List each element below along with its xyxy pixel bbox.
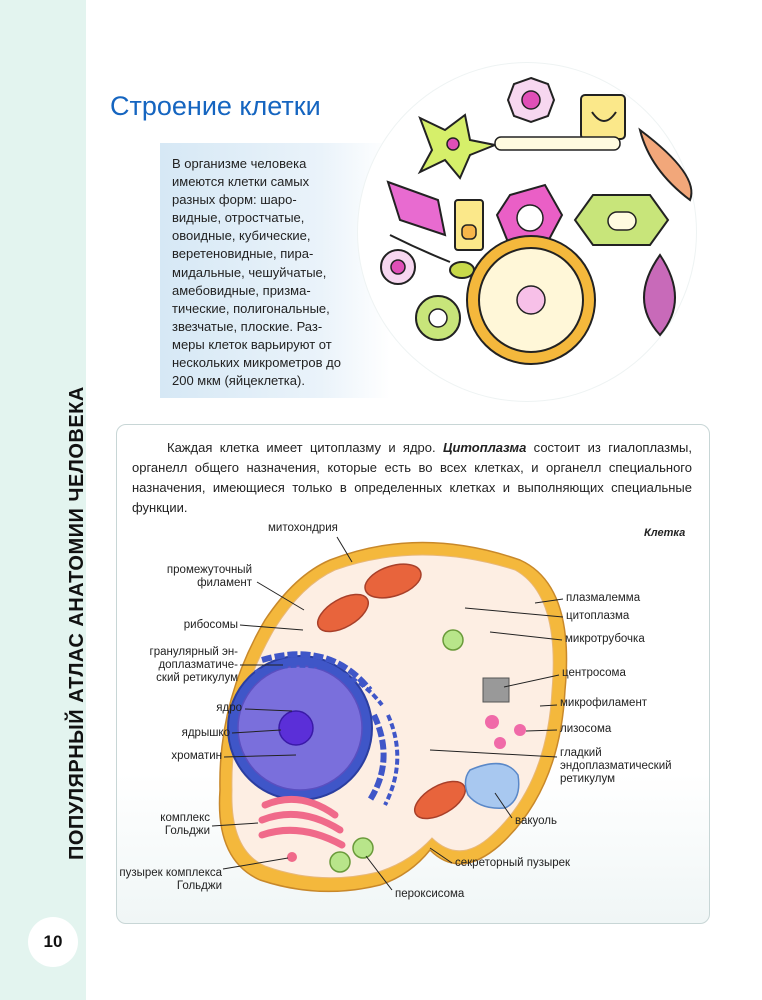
side-strip xyxy=(0,0,86,1000)
label-line: доплазматиче- xyxy=(158,659,238,671)
label-ribosomes: рибосомы xyxy=(183,619,238,631)
nucleus xyxy=(227,655,373,801)
organelles xyxy=(329,629,526,873)
intro-line: тические, полигональные, xyxy=(172,300,330,316)
label-line: Гольджи xyxy=(176,880,222,892)
panel-line: Каждая клетка имеет цитоплазму и ядро. Ц… xyxy=(132,438,692,458)
leader-lines xyxy=(211,536,564,891)
label-line: комплекс xyxy=(160,812,210,824)
panel-line: органелл общего назначения, которые есть… xyxy=(132,460,692,475)
intro-line: меры клеток варьируют от xyxy=(172,336,332,352)
label-peroxisome: пероксисома xyxy=(395,888,465,900)
label-line: промежуточный xyxy=(166,564,252,576)
cytoplasm-term: Цитоплазма xyxy=(443,440,527,455)
label-line: ретикулум xyxy=(560,773,615,785)
label-cytoplasm: цитоплазма xyxy=(566,610,630,622)
intro-line: овоидные, кубические, xyxy=(172,228,311,244)
label-nucleolus: ядрышко xyxy=(181,727,230,739)
intro-text: В организме человека имеются клетки самы… xyxy=(172,155,367,390)
intro-line: В организме человека xyxy=(172,156,307,171)
page-number: 10 xyxy=(28,917,78,967)
label-vacuole: вакуоль xyxy=(515,815,557,827)
label-line: ский ретикулум xyxy=(156,672,238,684)
stellate-cell-icon xyxy=(573,194,670,246)
mitochondria xyxy=(317,563,466,820)
panel-text-part: состоит из гиалоплазмы, xyxy=(526,440,692,455)
intro-line: веретеновидные, пира- xyxy=(172,246,314,262)
label-line: эндоплазматический xyxy=(560,760,672,772)
label-line: гладкий xyxy=(560,747,602,759)
label-line: гранулярный эн- xyxy=(149,646,238,658)
diagram-caption: Клетка xyxy=(644,527,686,539)
label-plasmalemma: плазмалемма xyxy=(566,592,641,604)
label-centrosome: центросома xyxy=(562,667,626,679)
sperm-cell-icon xyxy=(389,234,475,279)
squamous-cell-icon xyxy=(386,180,447,237)
star-cell-icon xyxy=(506,76,556,124)
panel-line: назначения, имеющиеся только в определен… xyxy=(132,480,692,495)
page-title: Строение клетки xyxy=(110,91,321,121)
round-cell-icon xyxy=(380,249,416,285)
label-chromatin: хроматин xyxy=(171,750,222,762)
columnar-cell-icon xyxy=(454,199,484,251)
egg-cell-icon xyxy=(466,235,596,365)
intro-line: звезчатые, плоские. Раз- xyxy=(172,318,323,334)
intro-line: нескольких микрометров до xyxy=(172,355,341,371)
intro-line: видные, отростчатые, xyxy=(172,210,305,226)
label-line: Гольджи xyxy=(164,825,210,837)
label-line: филамент xyxy=(197,577,252,589)
rough-er xyxy=(254,651,400,806)
panel-text-part: Каждая клетка имеет цитоплазму и ядро. xyxy=(167,440,443,455)
spindle-cell-icon xyxy=(638,127,693,202)
panel-line: функции. xyxy=(132,500,188,515)
intro-line: имеются клетки самых xyxy=(172,174,310,190)
label-nucleus: ядро xyxy=(216,702,242,714)
label-microfilament: микрофиламент xyxy=(560,697,648,709)
intro-box xyxy=(160,143,390,398)
label-secretory-vesicle: секреторный пузырек xyxy=(455,857,571,869)
intro-line: разных форм: шаро- xyxy=(172,192,297,208)
label-lysosome: лизосома xyxy=(560,723,612,735)
label-mitochondria: митохондрия xyxy=(268,522,338,534)
intro-line: мидальные, чешуйчатые, xyxy=(172,264,327,280)
panel-text: Каждая клетка имеет цитоплазму и ядро. Ц… xyxy=(132,438,692,518)
intro-line: 200 мкм (яйцеклетка). xyxy=(172,373,305,389)
golgi xyxy=(258,795,346,862)
label-rough-er: гранулярный эн-доплазматиче-ский ретикул… xyxy=(128,646,238,685)
label-microtubule: микротрубочка xyxy=(565,633,645,645)
neuron-cell-icon xyxy=(417,113,621,180)
label-line: пузырек комплекса xyxy=(119,867,222,879)
green-round-cell-icon xyxy=(415,295,461,341)
intro-line: амебовидные, призма- xyxy=(172,282,311,298)
pyramidal-cell-icon xyxy=(643,253,676,337)
